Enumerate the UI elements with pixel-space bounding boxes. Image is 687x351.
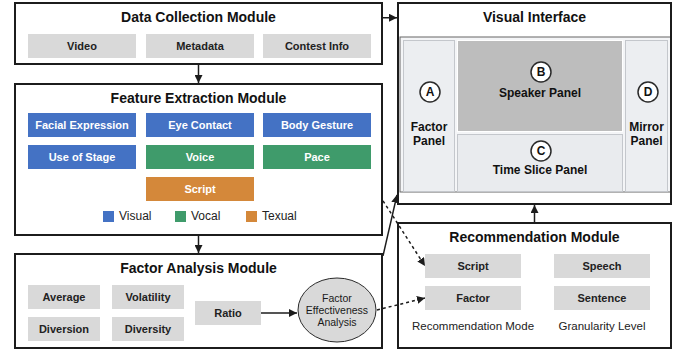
- legend-label: Visual: [119, 209, 151, 223]
- feature-box: Ratio: [195, 301, 261, 325]
- feature-box: Body Gesture: [263, 113, 371, 137]
- node-label: Script: [457, 260, 488, 272]
- panel-marker: A: [419, 81, 441, 103]
- node-label: Average: [42, 291, 85, 303]
- legend-swatch: [246, 211, 257, 222]
- node-label: Body Gesture: [281, 119, 353, 131]
- flow-arrow: [261, 312, 297, 314]
- node-label: Volatility: [125, 291, 170, 303]
- feature-box: Pace: [263, 145, 371, 169]
- module-box: Visual InterfaceFactor PanelASpeaker Pan…: [397, 2, 672, 205]
- dashed-arrow: [383, 201, 425, 266]
- flow-arrow: [383, 195, 397, 256]
- screenshot-frame: [400, 37, 671, 192]
- module-title: Recommendation Module: [399, 229, 670, 246]
- node-label: Use of Stage: [49, 151, 116, 163]
- column-caption: Granularity Level: [547, 320, 657, 332]
- feature-box: Voice: [146, 145, 254, 169]
- interface-panel: Time Slice PanelC: [457, 134, 623, 192]
- feature-box: Diversion: [28, 317, 100, 341]
- legend-item: Vocal: [175, 209, 220, 223]
- module-box: Data Collection ModuleVideo Metadata Conte…: [14, 2, 383, 65]
- feature-box: Script: [425, 254, 521, 278]
- node-label: Metadata: [176, 40, 224, 52]
- feature-box: Video: [28, 34, 136, 58]
- feature-box: Volatility: [112, 285, 184, 309]
- node-label: Speech: [582, 260, 621, 272]
- node-label: Facial Expression: [35, 119, 129, 131]
- legend-item: Texual: [246, 209, 297, 223]
- node-label: Factor: [456, 292, 490, 304]
- feature-box: Facial Expression: [28, 113, 136, 137]
- node-label: Voice: [186, 151, 215, 163]
- legend-label: Texual: [262, 209, 297, 223]
- module-box: Feature Extraction ModuleFacial Expressi…: [14, 83, 383, 236]
- module-box: Recommendation ModuleScript SpeechFactor S…: [397, 222, 672, 349]
- legend-swatch: [175, 211, 186, 222]
- feature-box: Eye Contact: [146, 113, 254, 137]
- module-title: Feature Extraction Module: [16, 90, 381, 107]
- analysis-ellipse: Factor Effectiveness Analysis: [297, 277, 377, 343]
- flow-arrow: [198, 65, 200, 83]
- node-label: Pace: [304, 151, 330, 163]
- feature-box: Speech: [554, 254, 650, 278]
- module-title: Visual Interface: [399, 9, 670, 26]
- panel-marker: B: [530, 61, 552, 83]
- module-title: Data Collection Module: [16, 9, 381, 26]
- node-label: A: [426, 85, 435, 99]
- feature-box: Sentence: [554, 286, 650, 310]
- interface-panel: Speaker PanelB: [457, 40, 623, 132]
- node-label: B: [537, 65, 546, 79]
- dashed-arrow: [377, 298, 425, 310]
- flow-arrow: [534, 205, 536, 222]
- feature-box: Factor: [425, 286, 521, 310]
- legend-label: Vocal: [191, 209, 220, 223]
- legend-item: Visual: [103, 209, 151, 223]
- interface-panel: Mirror PanelD: [625, 40, 668, 192]
- module-title: Factor Analysis Module: [16, 260, 381, 277]
- feature-box: Use of Stage: [28, 145, 136, 169]
- outline-shape: [531, 141, 551, 161]
- node-label: Video: [67, 40, 97, 52]
- node-label: Contest Info: [285, 40, 349, 52]
- node-label: C: [537, 144, 546, 158]
- node-label: Factor Effectiveness Analysis: [302, 292, 372, 328]
- panel-marker: D: [637, 81, 659, 103]
- outline-shape: [420, 82, 440, 102]
- node-label: Sentence: [578, 292, 627, 304]
- interface-panel: Factor PanelA: [403, 40, 455, 192]
- flow-arrow: [383, 17, 397, 19]
- panel-marker: C: [530, 140, 552, 162]
- feature-box: Diversity: [112, 317, 184, 341]
- feature-box: Contest Info: [263, 34, 371, 58]
- feature-box: Average: [28, 285, 100, 309]
- flow-arrow: [198, 236, 200, 253]
- outline-shape: [298, 278, 376, 342]
- column-caption: Recommendation Mode: [401, 320, 545, 332]
- feature-box: Script: [146, 177, 254, 201]
- node-label: Ratio: [214, 307, 242, 319]
- legend-swatch: [103, 211, 114, 222]
- node-label: Script: [184, 183, 215, 195]
- outline-shape: [638, 82, 658, 102]
- node-label: Diversity: [125, 323, 171, 335]
- node-label: D: [644, 85, 653, 99]
- feature-box: Metadata: [146, 34, 254, 58]
- node-label: Eye Contact: [168, 119, 232, 131]
- module-box: Factor Analysis ModuleAverage VolatilityD…: [14, 253, 383, 349]
- node-label: Diversion: [39, 323, 89, 335]
- outline-shape: [531, 62, 551, 82]
